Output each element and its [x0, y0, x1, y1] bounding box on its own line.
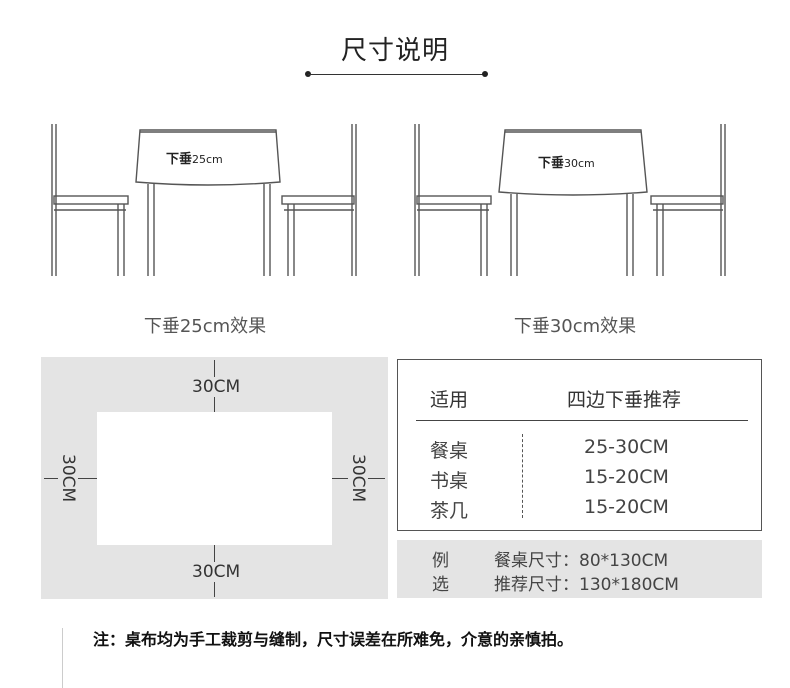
table-chairs-drawing-25 [51, 124, 357, 276]
title-right-dot [482, 71, 488, 77]
title-underline [308, 74, 486, 75]
table-row-drop: 15-20CM [584, 496, 669, 518]
table-row-drop: 15-20CM [584, 466, 669, 488]
right-dim-label: 30CM [348, 454, 368, 503]
disclaimer-note: 注：桌布均为手工裁剪与缝制，尺寸误差在所难免，介意的亲慎拍。 [93, 630, 574, 649]
example-label-bottom: 选 [432, 575, 449, 595]
header-drop: 四边下垂推荐 [567, 389, 682, 411]
top-dim-label: 30CM [190, 377, 243, 397]
caption-30cm: 下垂30cm效果 [513, 316, 637, 337]
table-divider [416, 420, 748, 421]
table-illustration-30cm: 下垂30cm [407, 118, 737, 288]
example-line-recommend-size: 推荐尺寸：130*180CM [494, 575, 679, 595]
header-use: 适用 [430, 389, 469, 411]
table-illustration-25cm: 下垂25cm [40, 118, 370, 288]
left-dim-label: 30CM [58, 454, 78, 503]
recommendation-table [397, 359, 762, 531]
example-box [397, 540, 762, 598]
table-row-drop: 25-30CM [584, 436, 669, 458]
caption-25cm: 下垂25cm效果 [143, 316, 267, 337]
note-accent-line [62, 628, 63, 688]
page-title: 尺寸说明 [340, 36, 449, 66]
table-row-use: 餐桌 [430, 440, 469, 462]
drop-tag: 下垂25cm [166, 152, 223, 167]
table-dashed-separator [522, 434, 523, 518]
example-line-table-size: 餐桌尺寸：80*130CM [494, 551, 669, 571]
table-chairs-drawing-30 [414, 124, 726, 276]
table-row-use: 茶几 [430, 500, 469, 522]
bottom-dim-label: 30CM [190, 562, 243, 582]
table-row-use: 书桌 [430, 470, 469, 492]
tablecloth-area [97, 412, 332, 545]
drop-tag: 下垂30cm [538, 156, 595, 171]
example-label-top: 例 [432, 551, 449, 571]
